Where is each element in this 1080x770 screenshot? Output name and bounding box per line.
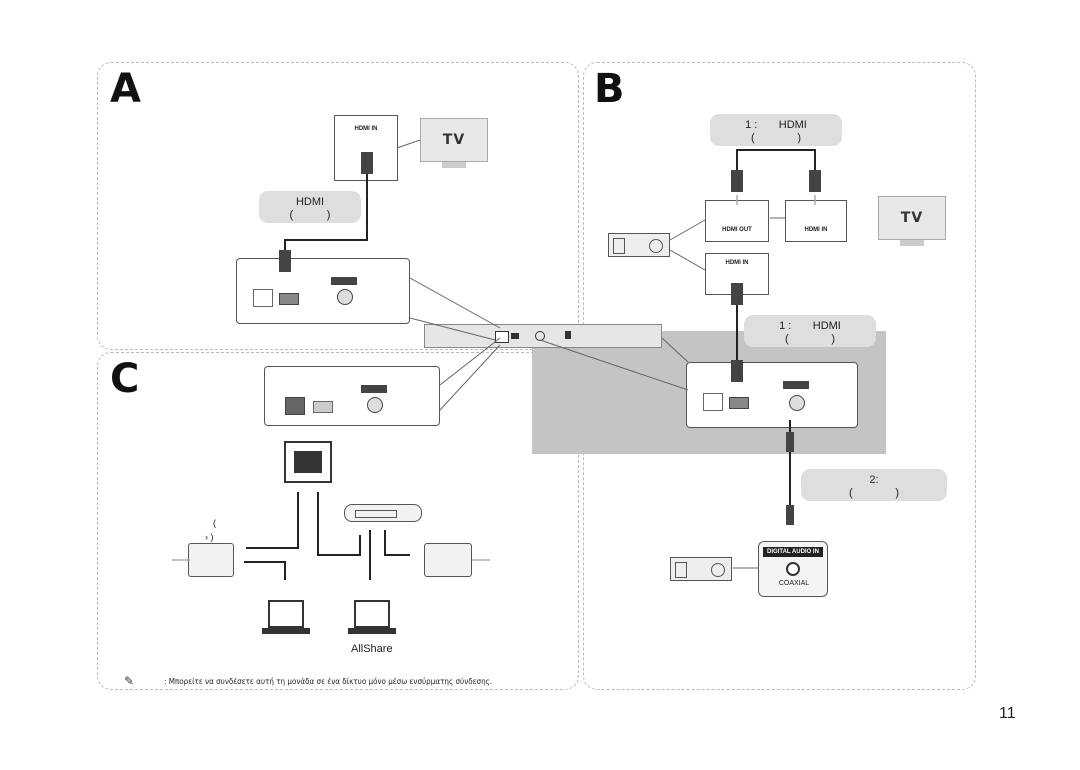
coaxial-plug-icon (786, 432, 794, 452)
tv-label: TV (900, 210, 924, 226)
coaxial-port-icon (786, 562, 800, 576)
tv-icon: TV (878, 196, 946, 248)
router-label-line2: › ) (205, 532, 214, 542)
pill-line1: 1 : HDMI (779, 320, 841, 332)
coaxial-label: COAXIAL (778, 580, 810, 587)
panel-letter-c: C (110, 356, 140, 402)
pill-line2: ( ) (784, 333, 836, 345)
receiver-icon (670, 557, 732, 581)
digital-audio-in-box: DIGITAL AUDIO IN COAXIAL (758, 541, 828, 597)
pill-line1: 1 : HDMI (745, 119, 807, 131)
page-number: 11 (999, 705, 1016, 722)
tv-icon: TV (420, 118, 488, 170)
hdmi-plug-icon (279, 250, 291, 272)
lan-port-icon (285, 397, 305, 415)
rear-panel-c (264, 366, 440, 426)
switch-hub-icon (344, 504, 422, 522)
blu-ray-player-icon (424, 324, 662, 348)
hdmi-cable-pill-a: HDMI ( ) (259, 191, 361, 223)
hdmi-in-label: HDMI IN (804, 227, 828, 233)
hdmi-out-port-icon (279, 293, 299, 305)
pill-line2: ( ) (848, 487, 900, 499)
rear-panel-b (686, 362, 858, 428)
router-label-line1: ( (213, 518, 216, 528)
pill-line1: 2: (869, 474, 879, 486)
lan-port-icon (284, 441, 332, 483)
laptop-icon (348, 600, 396, 636)
hdmi-plug-icon (731, 360, 743, 382)
coaxial-port-icon (337, 289, 353, 305)
network-note: : Μπορείτε να συνδέσετε αυτή τη μονάδα σ… (164, 677, 493, 686)
hdmi-in-label: HDMI IN (354, 126, 378, 132)
pill-line2: ( ) (750, 132, 802, 144)
tv-label: TV (442, 132, 466, 148)
hdmi-cable-pill-b-mid: 1 : HDMI ( ) (744, 315, 876, 347)
digital-audio-out-label (783, 381, 809, 389)
pencil-note-icon: ✎ (124, 674, 135, 688)
router-icon (424, 543, 472, 577)
digital-audio-in-label: DIGITAL AUDIO IN (763, 547, 823, 557)
hdmi-plug-icon (731, 283, 743, 305)
coaxial-cable-pill: 2: ( ) (801, 469, 947, 501)
panel-a (97, 62, 579, 350)
lan-port-icon (703, 393, 723, 411)
receiver-icon (608, 233, 670, 257)
pill-line2: ( ) (289, 209, 331, 221)
coaxial-port-icon (367, 397, 383, 413)
hdmi-cable-pill-b-top: 1 : HDMI ( ) (710, 114, 842, 146)
coaxial-plug-icon (786, 505, 794, 525)
hdmi-plug-icon (809, 170, 821, 192)
hdmi-plug-icon (731, 170, 743, 192)
hdmi-plug-icon (361, 152, 373, 174)
hdmi-in-port-box-tv: HDMI IN (785, 200, 847, 242)
digital-audio-out-label (361, 385, 387, 393)
allshare-label: AllShare (351, 643, 393, 655)
panel-letter-b: B (594, 66, 625, 112)
panel-c (97, 352, 579, 690)
laptop-icon (262, 600, 310, 636)
lan-port-icon (253, 289, 273, 307)
hdmi-in-label: HDMI IN (725, 260, 749, 266)
hdmi-out-port-icon (729, 397, 749, 409)
rear-panel-a (236, 258, 410, 324)
pill-line1: HDMI (295, 196, 325, 208)
digital-audio-out-label (331, 277, 357, 285)
coaxial-port-icon (789, 395, 805, 411)
hdmi-out-port-icon (313, 401, 333, 413)
hdmi-out-label: HDMI OUT (722, 227, 752, 233)
panel-letter-a: A (110, 66, 141, 112)
